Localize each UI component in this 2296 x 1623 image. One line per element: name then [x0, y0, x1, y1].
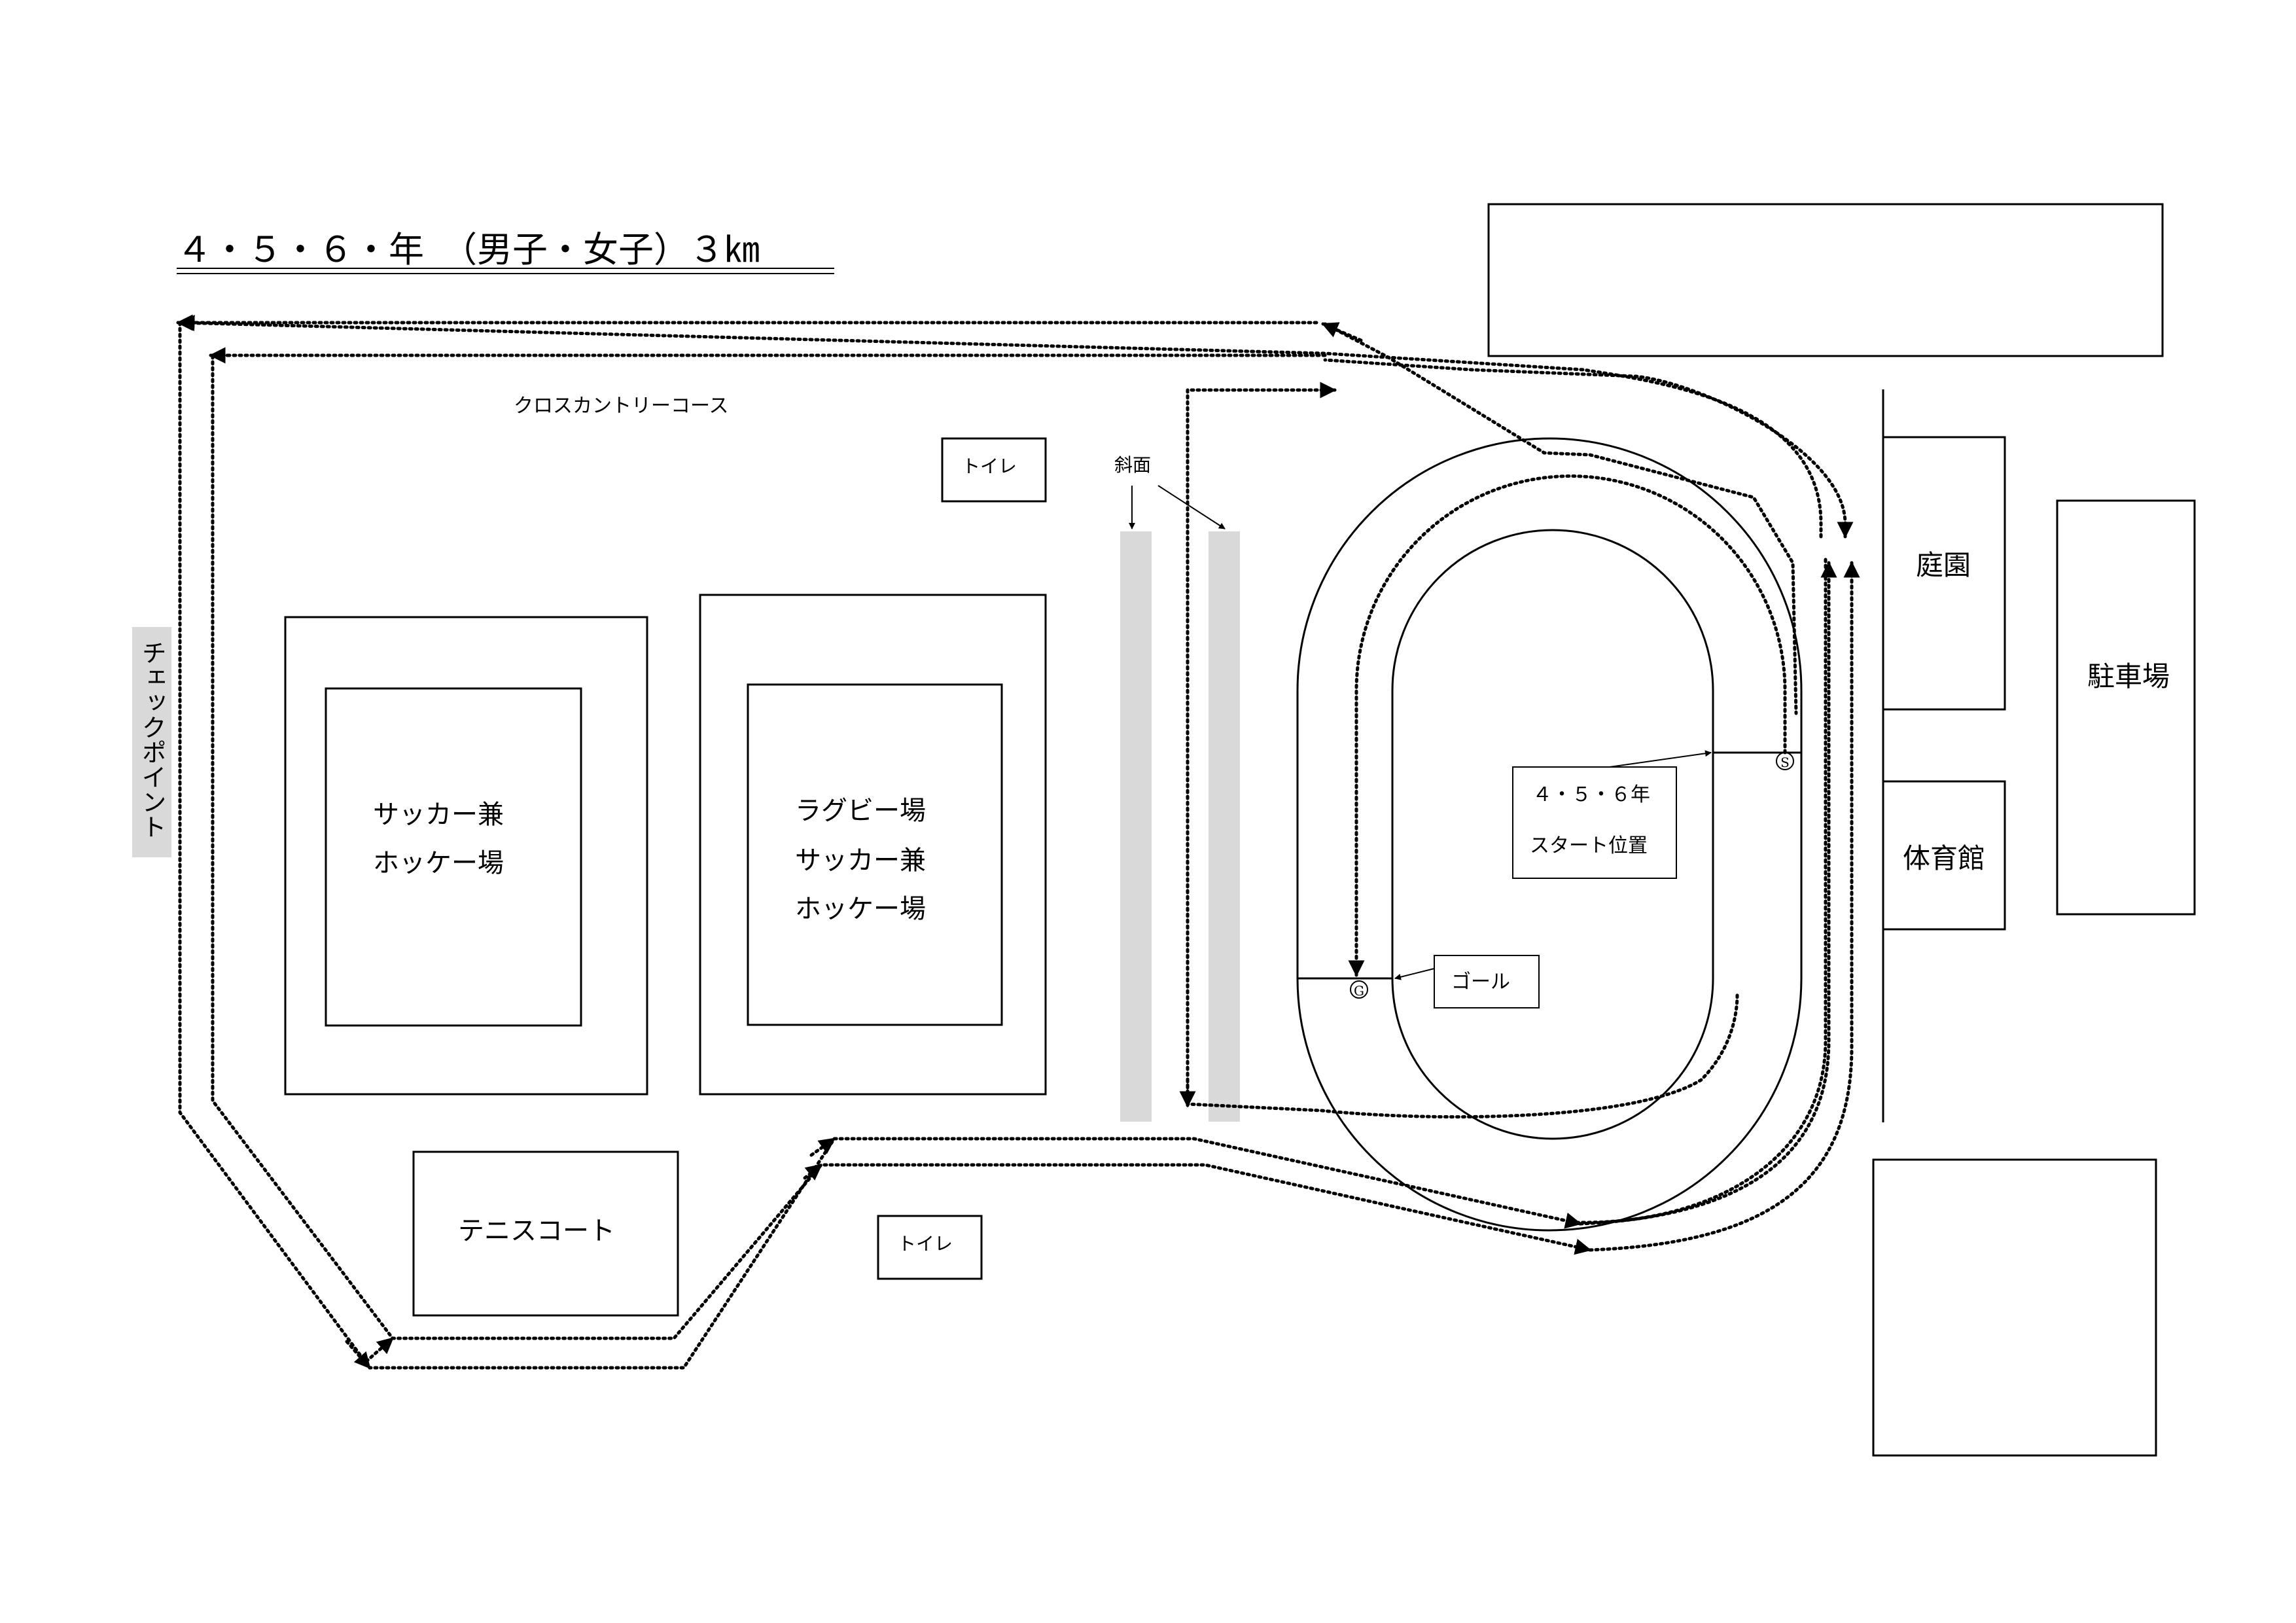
tennis-court-label: テニスコート [458, 1216, 615, 1246]
rugby-field-outer [699, 594, 1047, 1096]
route-diagonal-top [1323, 322, 1798, 715]
route-arrow-tennis-1 [809, 1137, 836, 1157]
rugby-field-label-1: ラグビー場 [795, 796, 926, 826]
rugby-field-label-3: ホッケー場 [795, 894, 926, 924]
slope-arrow-right [1157, 485, 1226, 529]
top-building [1487, 203, 2164, 357]
route-diagonal-top-arrow [1321, 322, 1363, 342]
soccer-field-label-1: サッカー兼 [373, 800, 504, 830]
start-marker-letter: S [1780, 755, 1790, 770]
start-pointer-arrow [1609, 750, 1712, 768]
course-label: クロスカントリーコース [514, 395, 729, 418]
parking [2056, 499, 2196, 916]
track-inner [1391, 529, 1714, 1140]
rugby-field-inner [747, 683, 1003, 1026]
route-inner-loop [1568, 558, 1828, 1224]
garden [1882, 436, 2006, 711]
slope-bar-right [1209, 531, 1240, 1122]
route-left-inner [211, 353, 1592, 1340]
gym-label: 体育館 [1903, 842, 1985, 874]
soccer-field-inner [325, 687, 582, 1027]
slope-label: 斜面 [1114, 454, 1151, 476]
toilet-top-label: トイレ [962, 455, 1017, 477]
parking-label: 駐車場 [2087, 660, 2170, 692]
start-label-1: ４・５・６年 [1532, 783, 1650, 806]
route-arrow-tennis-2 [803, 1163, 823, 1181]
route-right-return-2 [1578, 561, 1837, 1226]
page-title: ４・５・６・年 （男子・女子）３㎞ [177, 229, 760, 270]
bottom-right-building [1872, 1158, 2157, 1457]
route-upper-inner [1323, 358, 1854, 539]
toilet-top [941, 437, 1047, 503]
goal-marker [1350, 980, 1368, 999]
checkpoint-box [132, 627, 171, 857]
goal-label: ゴール [1451, 971, 1510, 993]
route-arrow-bottomleft-2 [345, 1340, 372, 1370]
route-right-return [1588, 561, 1860, 1252]
goal-label-box [1434, 955, 1540, 1008]
track-outer [1296, 437, 1803, 1232]
soccer-field-outer [284, 616, 648, 1096]
gym [1882, 780, 2006, 931]
goal-marker-letter: G [1354, 983, 1364, 999]
soccer-field-label-2: ホッケー場 [373, 848, 504, 878]
route-track-loop [1348, 474, 1787, 977]
checkpoint-label: チェックポイント [137, 640, 166, 839]
toilet-bottom-label: トイレ [898, 1233, 953, 1255]
garden-label: 庭園 [1916, 549, 1971, 581]
toilet-bottom [877, 1215, 983, 1280]
rugby-field-label-2: サッカー兼 [795, 846, 926, 876]
route-slope-loop [1186, 382, 1739, 1119]
route-left-outer [178, 321, 1582, 1370]
route-arrow-bottomleft-1 [364, 1336, 395, 1363]
slope-bar-left [1120, 531, 1152, 1122]
start-label-box [1512, 766, 1677, 879]
tennis-court [412, 1150, 679, 1317]
goal-pointer-arrow [1394, 968, 1435, 980]
start-label-2: スタート位置 [1530, 834, 1648, 857]
